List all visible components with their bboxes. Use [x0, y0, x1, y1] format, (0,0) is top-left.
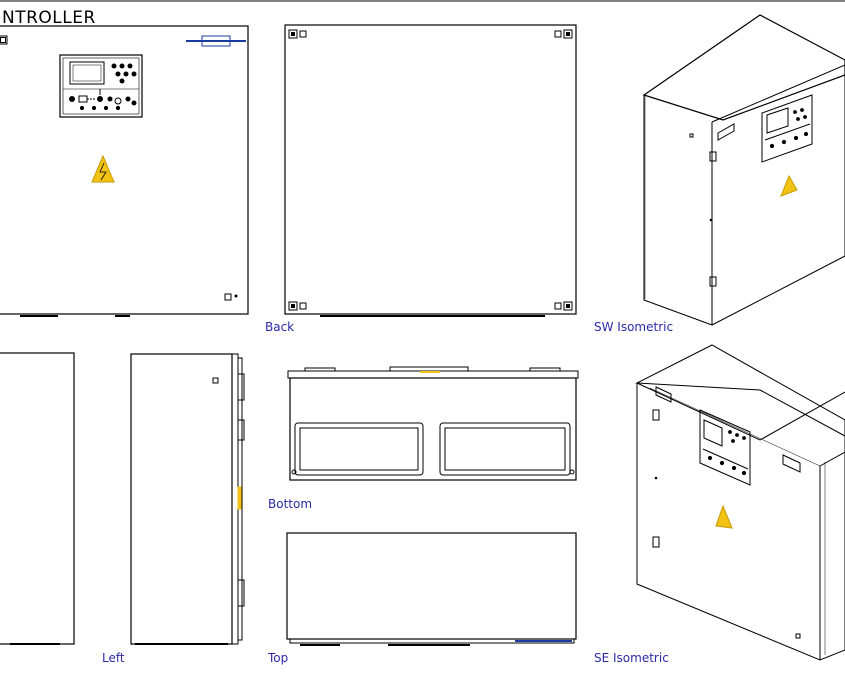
caption-top: Top — [268, 651, 289, 665]
sw-isometric-view — [642, 14, 845, 326]
caption-back: Back — [265, 320, 295, 334]
caption-se-isometric: SE Isometric — [594, 651, 669, 665]
drawing-title: NTROLLER — [2, 8, 96, 28]
left-side-view — [0, 352, 75, 645]
caption-bottom: Bottom — [268, 497, 313, 511]
warning-triangle-icon — [91, 154, 115, 183]
left-view — [130, 353, 245, 645]
back-view — [284, 24, 577, 317]
warning-triangle-icon — [780, 174, 798, 197]
top-view — [286, 532, 577, 646]
se-isometric-view — [635, 344, 845, 661]
front-view — [0, 25, 249, 317]
front-nameplate — [186, 35, 246, 47]
warning-triangle-icon — [715, 504, 733, 529]
caption-sw-isometric: SW Isometric — [594, 320, 674, 334]
caption-left: Left — [102, 651, 125, 665]
controller-panel-icon — [59, 54, 143, 118]
bottom-view — [287, 366, 579, 481]
